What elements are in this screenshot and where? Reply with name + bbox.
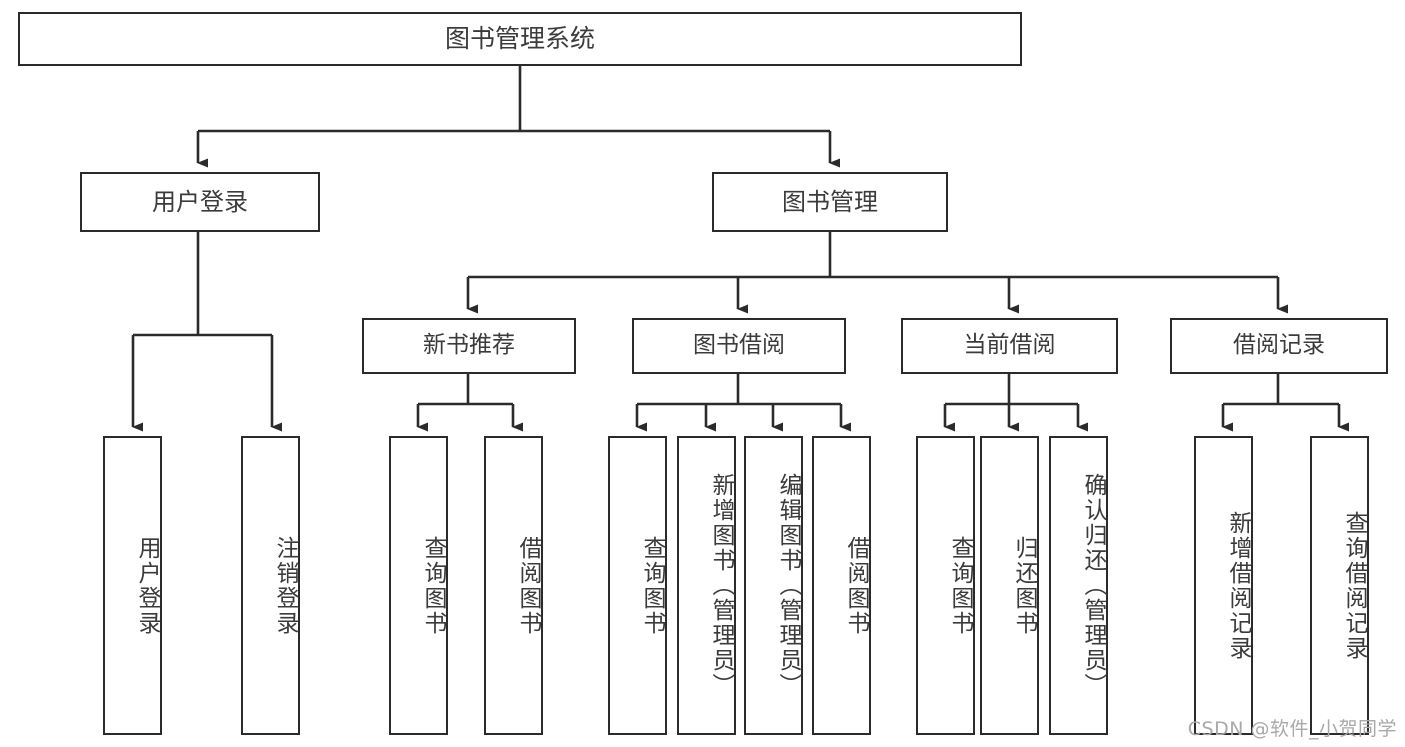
node-current-borrow-label: 当前借阅 — [963, 332, 1056, 359]
watermark: CSDN @软件_小贺同学 — [1187, 718, 1397, 740]
leaf-user-login[interactable]: 用户登录 — [103, 436, 162, 735]
leaf-return-books-label: 归还图书 — [1011, 535, 1037, 636]
leaf-borrow-books-borrow[interactable]: 借阅图书 — [812, 436, 871, 735]
leaf-query-books-current[interactable]: 查询图书 — [916, 436, 975, 735]
leaf-query-books-recommend[interactable]: 查询图书 — [389, 436, 448, 735]
leaf-borrow-books-recommend[interactable]: 借阅图书 — [484, 436, 543, 735]
leaf-edit-book-admin-label: 编辑图书（管理员） — [775, 473, 801, 698]
leaf-add-borrow-record-label: 新增借阅记录 — [1225, 510, 1251, 661]
leaf-query-books-recommend-label: 查询图书 — [420, 535, 446, 636]
leaf-edit-book-admin[interactable]: 编辑图书（管理员） — [744, 436, 803, 735]
node-new-book-recommend[interactable]: 新书推荐 — [362, 318, 576, 374]
node-book-borrow-label: 图书借阅 — [693, 332, 785, 359]
node-book-management-label: 图书管理 — [782, 187, 878, 216]
leaf-add-book-admin[interactable]: 新增图书（管理员） — [677, 436, 736, 735]
leaf-query-books-borrow-label: 查询图书 — [639, 535, 665, 636]
node-borrow-records-label: 借阅记录 — [1233, 332, 1325, 359]
node-user-login-label: 用户登录 — [152, 187, 248, 216]
leaf-query-borrow-record-label: 查询借阅记录 — [1341, 510, 1367, 661]
leaf-borrow-books-recommend-label: 借阅图书 — [515, 535, 541, 636]
node-new-book-recommend-label: 新书推荐 — [423, 332, 515, 359]
leaf-confirm-return-admin-label: 确认归还（管理员） — [1080, 473, 1106, 698]
node-book-borrow[interactable]: 图书借阅 — [632, 318, 846, 374]
node-borrow-records[interactable]: 借阅记录 — [1170, 318, 1388, 374]
node-user-login[interactable]: 用户登录 — [80, 172, 320, 232]
leaf-return-books[interactable]: 归还图书 — [980, 436, 1039, 735]
leaf-add-borrow-record[interactable]: 新增借阅记录 — [1194, 436, 1253, 735]
leaf-logout[interactable]: 注销登录 — [241, 436, 300, 735]
leaf-query-books-borrow[interactable]: 查询图书 — [608, 436, 667, 735]
leaf-confirm-return-admin[interactable]: 确认归还（管理员） — [1049, 436, 1108, 735]
leaf-add-book-admin-label: 新增图书（管理员） — [708, 473, 734, 698]
leaf-borrow-books-borrow-label: 借阅图书 — [843, 535, 869, 636]
leaf-logout-label: 注销登录 — [272, 535, 298, 636]
node-book-management[interactable]: 图书管理 — [712, 172, 948, 232]
node-current-borrow[interactable]: 当前借阅 — [901, 318, 1118, 374]
node-root-label: 图书管理系统 — [444, 24, 595, 54]
leaf-query-borrow-record[interactable]: 查询借阅记录 — [1310, 436, 1369, 735]
leaf-query-books-current-label: 查询图书 — [947, 535, 973, 636]
node-root[interactable]: 图书管理系统 — [18, 12, 1022, 66]
leaf-user-login-label: 用户登录 — [134, 535, 160, 636]
